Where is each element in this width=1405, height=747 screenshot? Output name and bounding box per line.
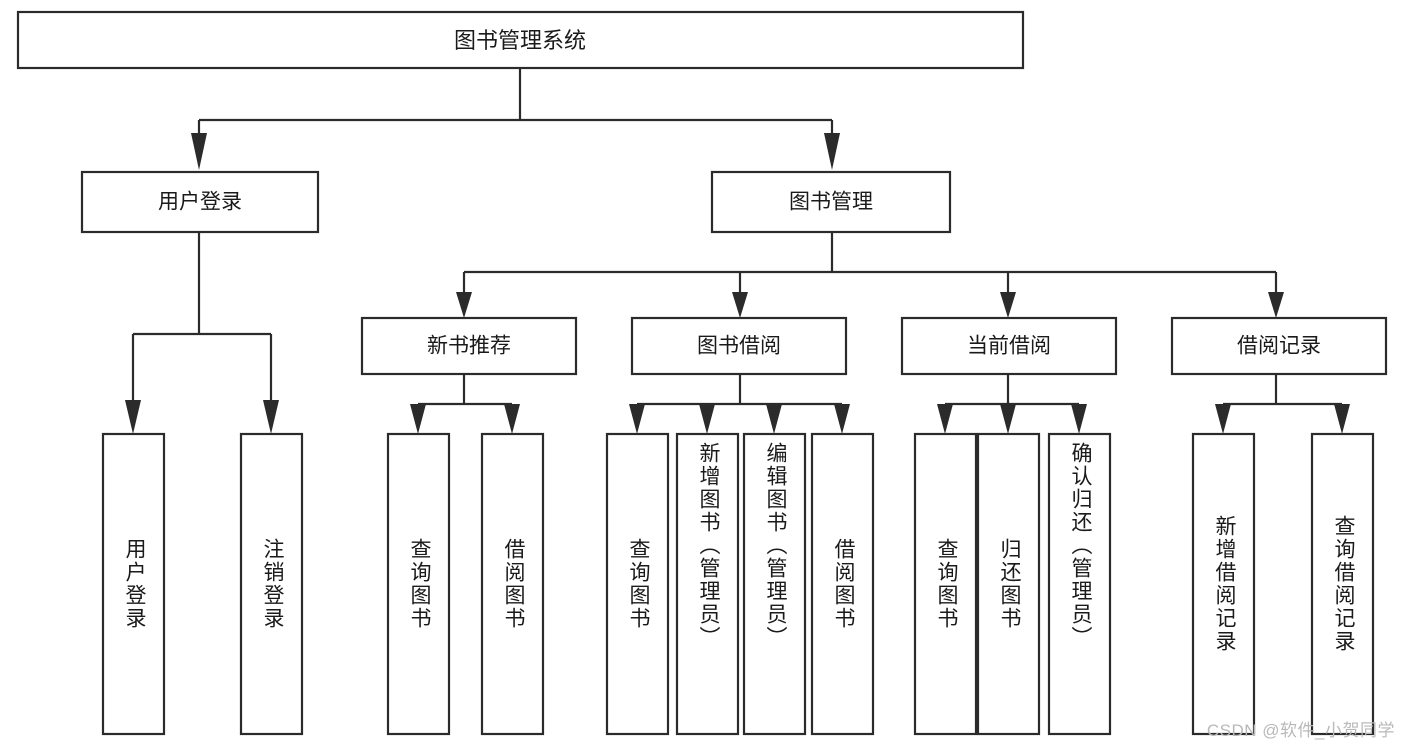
leaf-box-bb-query-book[interactable] xyxy=(605,432,670,736)
node-current-borrow[interactable]: 当前借阅 xyxy=(900,316,1118,376)
leaf-box-bb-add-book[interactable] xyxy=(675,432,740,736)
arrow-head-bb-leaf-1 xyxy=(629,404,645,434)
node-borrow-record[interactable]: 借阅记录 xyxy=(1170,316,1388,376)
arrow-head-leaf-logout xyxy=(263,400,279,434)
connector-group-new-book-recommend xyxy=(410,374,520,434)
arrow-head-br-leaf-1 xyxy=(1215,404,1231,434)
node-borrow-record-label: 借阅记录 xyxy=(1237,335,1321,358)
node-new-book-recommend-box[interactable] xyxy=(360,316,578,376)
arrow-head-nbr-leaf-2 xyxy=(504,404,520,434)
leaf-box-nbr-borrow-book[interactable] xyxy=(480,432,545,736)
arrow-head-br-leaf-2 xyxy=(1334,404,1350,434)
arrow-head-bb-leaf-4 xyxy=(834,404,850,434)
arrow-head-borrow-record xyxy=(1268,292,1284,318)
node-root-box[interactable] xyxy=(16,10,1025,70)
arrow-head-leaf-user-login xyxy=(125,400,141,434)
node-current-borrow-box[interactable] xyxy=(900,316,1118,376)
connector-group-current-borrow xyxy=(937,374,1087,434)
arrow-head-cb-leaf-1 xyxy=(937,404,953,434)
watermark-text: CSDN @软件_小贺同学 xyxy=(1206,721,1395,740)
arrow-head-book-mgmt xyxy=(824,133,840,170)
arrow-head-current-borrow xyxy=(1000,292,1016,318)
node-user-login[interactable]: 用户登录 xyxy=(80,170,320,234)
node-new-book-recommend[interactable]: 新书推荐 xyxy=(360,316,578,376)
connector-group-borrow-record xyxy=(1215,374,1350,434)
arrow-head-bb-leaf-2 xyxy=(699,404,715,434)
node-new-book-recommend-label: 新书推荐 xyxy=(427,335,511,358)
leaf-box-user-login[interactable] xyxy=(101,432,166,736)
leaf-box-nbr-query-book[interactable] xyxy=(386,432,451,736)
leaf-boxes xyxy=(101,432,1375,736)
connector-group-user-login xyxy=(125,232,279,434)
node-book-management-label: 图书管理 xyxy=(789,191,873,214)
node-book-borrow[interactable]: 图书借阅 xyxy=(630,316,848,376)
arrow-head-cb-leaf-3 xyxy=(1071,404,1087,434)
node-user-login-label: 用户登录 xyxy=(158,191,242,214)
leaf-box-cb-query-book[interactable] xyxy=(913,432,978,736)
node-book-borrow-box[interactable] xyxy=(630,316,848,376)
arrow-head-user-login xyxy=(191,133,207,170)
leaf-box-bb-edit-book[interactable] xyxy=(742,432,807,736)
node-user-login-box[interactable] xyxy=(80,170,320,234)
arrow-head-book-borrow xyxy=(732,292,748,318)
connector-group-book-mgmt xyxy=(456,232,1284,318)
node-borrow-record-box[interactable] xyxy=(1170,316,1388,376)
leaf-box-br-query-record[interactable] xyxy=(1310,432,1375,736)
arrow-head-new-book-recommend xyxy=(456,292,472,318)
node-current-borrow-label: 当前借阅 xyxy=(967,335,1051,358)
node-book-management-box[interactable] xyxy=(710,170,952,234)
leaf-box-logout[interactable] xyxy=(239,432,304,736)
node-book-management[interactable]: 图书管理 xyxy=(710,170,952,234)
arrow-head-bb-leaf-3 xyxy=(766,404,782,434)
leaf-box-bb-borrow-book[interactable] xyxy=(810,432,875,736)
node-root-label: 图书管理系统 xyxy=(454,28,586,53)
leaf-box-cb-return-book[interactable] xyxy=(976,432,1041,736)
arrow-head-nbr-leaf-1 xyxy=(410,404,426,434)
connector-group-root xyxy=(191,68,840,170)
leaf-box-cb-confirm-return[interactable] xyxy=(1047,432,1112,736)
node-book-borrow-label: 图书借阅 xyxy=(697,335,781,358)
connector-group-book-borrow xyxy=(629,374,850,434)
leaf-box-br-add-record[interactable] xyxy=(1191,432,1256,736)
node-root[interactable]: 图书管理系统 xyxy=(16,10,1025,70)
arrow-head-cb-leaf-2 xyxy=(1000,404,1016,434)
